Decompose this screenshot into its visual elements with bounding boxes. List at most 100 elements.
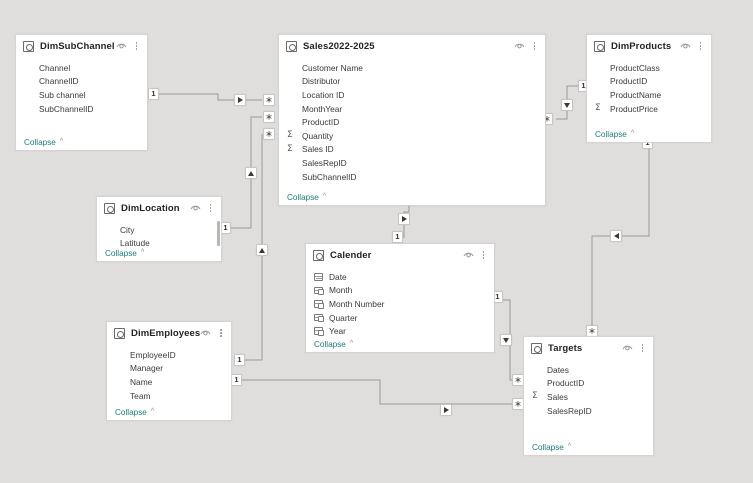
field-row[interactable]: SalesRepID [279, 156, 545, 170]
vertical-scrollbar[interactable] [217, 221, 220, 246]
collapse-label: Collapse [24, 138, 56, 147]
collapse-button[interactable]: Collapse^ [306, 337, 494, 352]
field-row[interactable]: Manager [107, 362, 231, 376]
field-row[interactable]: SubChannelID [279, 170, 545, 184]
collapse-button[interactable]: Collapse^ [524, 440, 653, 455]
field-row[interactable]: ChannelID [16, 75, 147, 89]
more-options-icon[interactable] [216, 328, 225, 339]
field-row[interactable]: Distributor [279, 75, 545, 89]
field-row[interactable]: City [97, 223, 221, 237]
cross-filter-arrow-icon[interactable] [500, 334, 512, 346]
more-options-icon[interactable] [638, 343, 647, 354]
cardinality-one-badge[interactable]: 1 [148, 88, 159, 100]
show-hide-icon[interactable] [680, 42, 691, 50]
field-row[interactable]: Dates [524, 363, 653, 377]
field-row[interactable]: Latitude [97, 237, 221, 246]
more-options-icon[interactable] [696, 41, 705, 52]
field-row[interactable]: Location ID [279, 88, 545, 102]
field-row[interactable]: Year [306, 324, 494, 337]
table-header[interactable]: DimEmployees [107, 322, 231, 344]
table-header[interactable]: Targets [524, 337, 653, 359]
show-hide-icon[interactable] [200, 329, 211, 337]
field-row[interactable]: Quarter [306, 311, 494, 325]
field-row[interactable]: ProductID [279, 115, 545, 129]
show-hide-icon[interactable] [514, 42, 525, 50]
table-header[interactable]: Calender [306, 244, 494, 266]
field-row[interactable]: Month Number [306, 297, 494, 311]
table-header[interactable]: DimSubChannel [16, 35, 147, 57]
field-row[interactable]: EmployeeID [107, 348, 231, 362]
cardinality-many-badge[interactable]: * [263, 94, 275, 108]
field-row[interactable]: SubChannelID [16, 102, 147, 116]
field-row[interactable]: ProductClass [587, 61, 711, 75]
show-hide-icon[interactable] [116, 42, 127, 50]
table-header[interactable]: DimProducts [587, 35, 711, 57]
show-hide-icon[interactable] [622, 344, 633, 352]
more-options-icon[interactable] [479, 250, 488, 261]
field-name: City [120, 224, 135, 235]
more-options-icon[interactable] [530, 41, 539, 52]
field-row[interactable]: ProductName [587, 88, 711, 102]
more-options-icon[interactable] [206, 203, 215, 214]
table-header[interactable]: Sales2022-2025 [279, 35, 545, 57]
field-row[interactable]: Team [107, 389, 231, 403]
field-row[interactable]: Channel [16, 61, 147, 75]
collapse-button[interactable]: Collapse^ [107, 405, 231, 420]
more-options-icon[interactable] [132, 41, 141, 52]
cardinality-many-badge[interactable]: * [263, 128, 275, 142]
field-row[interactable]: SalesRepID [524, 404, 653, 418]
field-row[interactable]: Name [107, 375, 231, 389]
field-row[interactable]: ProductID [524, 377, 653, 391]
table-header[interactable]: DimLocation [97, 197, 221, 219]
field-row[interactable]: Sub channel [16, 88, 147, 102]
relationship-line[interactable] [158, 93, 262, 101]
collapse-button[interactable]: Collapse^ [16, 135, 147, 150]
cross-filter-arrow-icon[interactable] [234, 94, 246, 106]
show-hide-icon[interactable] [190, 204, 201, 212]
table-icon [313, 249, 324, 261]
cross-filter-arrow-icon[interactable] [561, 99, 573, 111]
cross-filter-arrow-icon[interactable] [610, 230, 622, 242]
field-row[interactable]: ProductID [587, 75, 711, 89]
cross-filter-arrow-icon[interactable] [245, 167, 257, 179]
cross-filter-arrow-icon[interactable] [256, 244, 268, 256]
cross-filter-arrow-icon[interactable] [398, 213, 410, 225]
collapse-button[interactable]: Collapse^ [97, 246, 221, 261]
cardinality-many-badge[interactable]: * [512, 374, 524, 388]
cardinality-one-badge[interactable]: 1 [231, 374, 242, 386]
cross-filter-arrow-icon[interactable] [440, 404, 452, 416]
field-row[interactable]: Date [306, 270, 494, 284]
measure-sigma-icon: Σ [595, 103, 601, 114]
show-hide-icon[interactable] [463, 251, 474, 259]
table-title: DimSubChannel [40, 40, 115, 52]
chevron-up-icon: ^ [150, 408, 155, 415]
relationship-line[interactable] [238, 379, 516, 405]
cardinality-one-badge[interactable]: 1 [234, 354, 245, 366]
field-row[interactable]: Month [306, 284, 494, 298]
collapse-button[interactable]: Collapse^ [279, 190, 545, 205]
cardinality-one-badge[interactable]: 1 [392, 231, 403, 243]
cardinality-many-badge[interactable]: * [263, 111, 275, 125]
field-row[interactable]: MonthYear [279, 102, 545, 116]
field-row[interactable]: Customer Name [279, 61, 545, 75]
collapse-button[interactable]: Collapse^ [587, 127, 711, 142]
